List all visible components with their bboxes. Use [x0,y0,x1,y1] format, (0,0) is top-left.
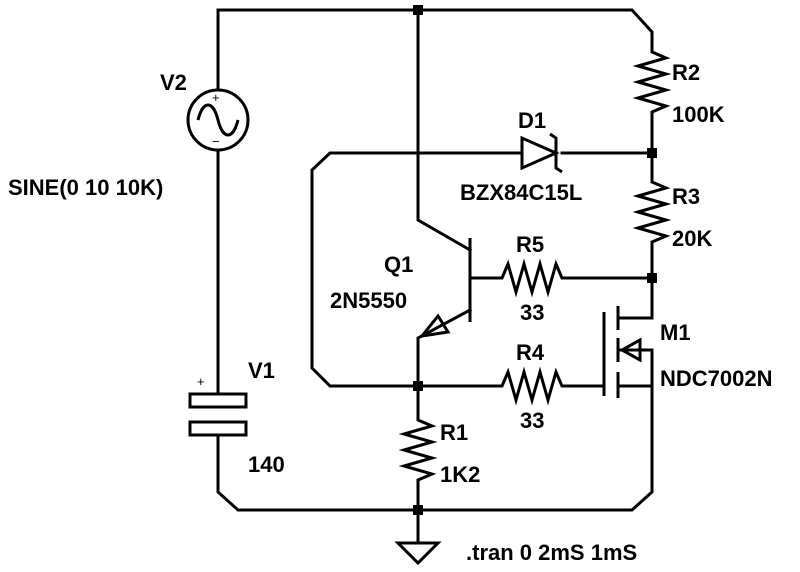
r4-value-label: 33 [520,408,544,433]
r3-resistor [632,175,672,255]
v2-value-label: SINE(0 10 10K) [8,175,163,200]
v1-value-label: 140 [248,452,285,477]
spice-directive: .tran 0 2mS 1mS [466,540,637,565]
q1-emitter-arrow [418,313,451,339]
r1-value-label: 1K2 [440,462,480,487]
wire-top-rail [216,8,654,47]
v2-name-label: V2 [160,70,187,95]
r2-value-label: 100K [672,102,725,127]
wire-source [416,384,654,512]
v1-plate-top [188,392,248,409]
m1-name-label: M1 [660,320,691,345]
r1-resistor [398,412,438,485]
d1-zener-diode [520,132,563,174]
wire-bottom-rail [216,434,420,512]
d1-triangle [520,135,560,171]
q1-name-label: Q1 [384,252,413,277]
v2-plus-sign: + [212,90,220,105]
d1-cathode-bar [549,132,563,174]
v2-minus-sign: − [212,134,220,149]
r5-name-label: R5 [516,232,544,257]
ground-icon [394,541,442,566]
v1-name-label: V1 [248,358,275,383]
junction-dot [413,5,423,15]
m1-value-label: NDC7002N [660,366,773,391]
v2-body [186,88,250,152]
junction-dot [413,505,423,515]
junction-dot [647,148,657,158]
wire-q1-collector [416,8,473,253]
r3-name-label: R3 [672,184,700,209]
d1-name-label: D1 [518,108,546,133]
wire-mosfet-body [616,348,654,388]
m1-body-arrow [618,337,642,363]
r2-name-label: R2 [672,60,700,85]
r5-resistor [496,258,568,298]
r4-name-label: R4 [516,340,545,365]
r4-resistor [418,366,568,406]
v1-plus-sign: + [197,374,205,389]
v1-battery: + [188,374,248,437]
q1-npn-transistor [418,238,498,339]
wire-zener-left-loop [310,151,524,388]
q1-value-label: 2N5550 [330,288,407,313]
wire-r3-to-drain [616,253,654,320]
wires [216,8,654,545]
m1-nmos-transistor [602,306,642,398]
v2-sine-source: + − [186,33,250,164]
sine-wave-icon [196,103,240,137]
r2-resistor [632,45,672,120]
r1-name-label: R1 [440,420,468,445]
junction-dot [647,273,657,283]
d1-value-label: BZX84C15L [460,180,582,205]
v1-plate-bottom [188,420,248,437]
r3-value-label: 20K [672,226,712,251]
r5-value-label: 33 [520,300,544,325]
